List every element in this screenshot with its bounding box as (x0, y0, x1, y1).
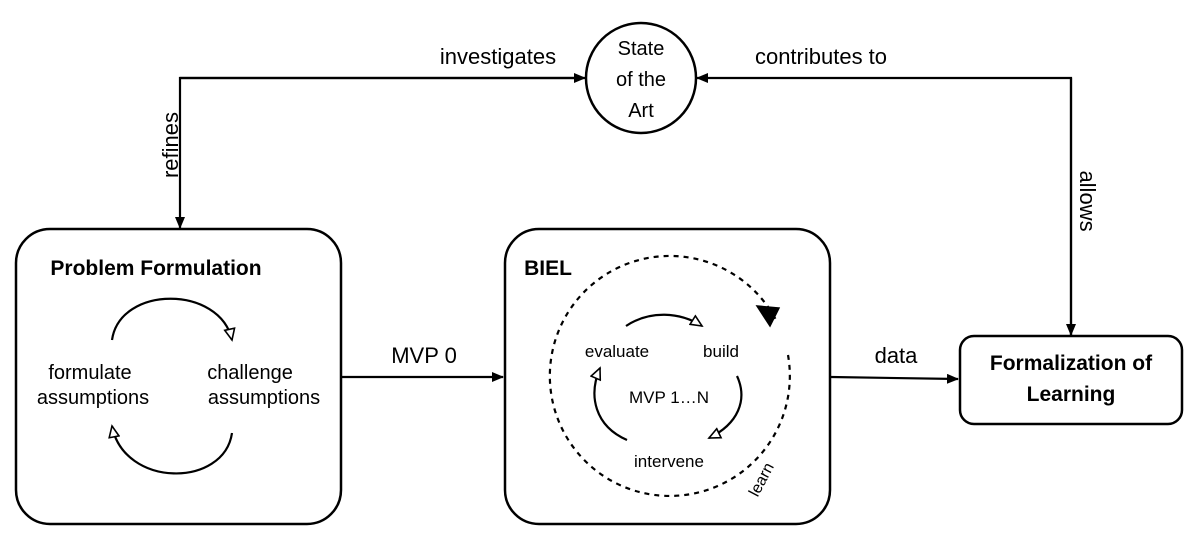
edge-label-contributes-to: contributes to (755, 44, 887, 69)
formalization-label-line2: Learning (1027, 383, 1116, 406)
contributes-allows-edge: contributes to allows (696, 44, 1100, 336)
edge-label-data: data (875, 343, 919, 368)
mvp-center-label: MVP 1…N (629, 388, 709, 407)
problem-formulation-node: Problem Formulation formulate assumption… (14, 227, 343, 526)
evaluate-label: evaluate (585, 342, 649, 361)
challenge-assumptions-line1: challenge (207, 362, 293, 384)
build-label: build (703, 342, 739, 361)
edge-label-allows: allows (1075, 170, 1100, 231)
inner-arrow-evaluate-to-build (625, 313, 702, 326)
biel-node: BIEL learn evaluate build MVP 1…N interv… (503, 227, 832, 526)
edge-label-investigates: investigates (440, 44, 556, 69)
problem-formulation-title: Problem Formulation (50, 257, 261, 280)
intervene-label: intervene (634, 452, 704, 471)
learn-loop-arrowhead (755, 305, 781, 328)
refines-investigates-edge: investigates refines (158, 44, 586, 229)
formalization-node: Formalization of Learning (958, 334, 1184, 426)
state-of-art-label-line2: of the (616, 69, 666, 91)
inner-arrow-intervene-to-evaluate (594, 368, 628, 442)
state-of-art-label-line1: State (618, 38, 665, 60)
inner-arrow-build-to-intervene (709, 375, 743, 439)
cycle-arrow-top (110, 297, 232, 340)
mvp0-edge: MVP 0 (342, 343, 504, 382)
data-edge: data (830, 343, 959, 384)
biel-title: BIEL (524, 257, 572, 280)
formulate-assumptions-line2: assumptions (37, 387, 149, 409)
cycle-arrow-bottom (112, 426, 234, 475)
challenge-assumptions-line2: assumptions (208, 387, 320, 409)
state-of-art-label-line3: Art (628, 100, 654, 122)
state-of-art-node: State of the Art (584, 21, 698, 135)
edge-label-mvp0: MVP 0 (391, 343, 457, 368)
formalization-label-line1: Formalization of (990, 352, 1153, 375)
learn-loop (548, 254, 791, 498)
edge-label-refines: refines (158, 112, 183, 178)
formulate-assumptions-line1: formulate (48, 362, 131, 384)
